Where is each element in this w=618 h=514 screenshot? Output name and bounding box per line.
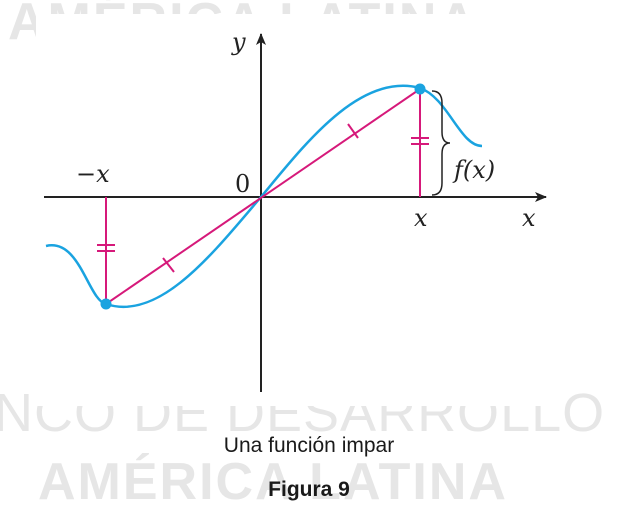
figure-panel xyxy=(36,14,554,406)
symmetry-segment xyxy=(105,88,421,305)
segment-tick-right xyxy=(347,123,359,139)
segment-tick-left xyxy=(162,257,175,273)
neg-x-label: −x xyxy=(76,160,110,188)
point-neg-x xyxy=(100,298,112,310)
y-axis-label: y xyxy=(231,28,246,56)
figure-number: Figura 9 xyxy=(268,478,350,501)
point-x xyxy=(414,83,426,95)
x-axis-label: x xyxy=(522,204,536,232)
fx-brace xyxy=(431,90,451,196)
origin-label: 0 xyxy=(235,170,250,198)
figure-description: Una función impar xyxy=(223,434,395,457)
fx-label: f(x) xyxy=(452,156,495,184)
x-tick-label: x xyxy=(414,204,428,232)
